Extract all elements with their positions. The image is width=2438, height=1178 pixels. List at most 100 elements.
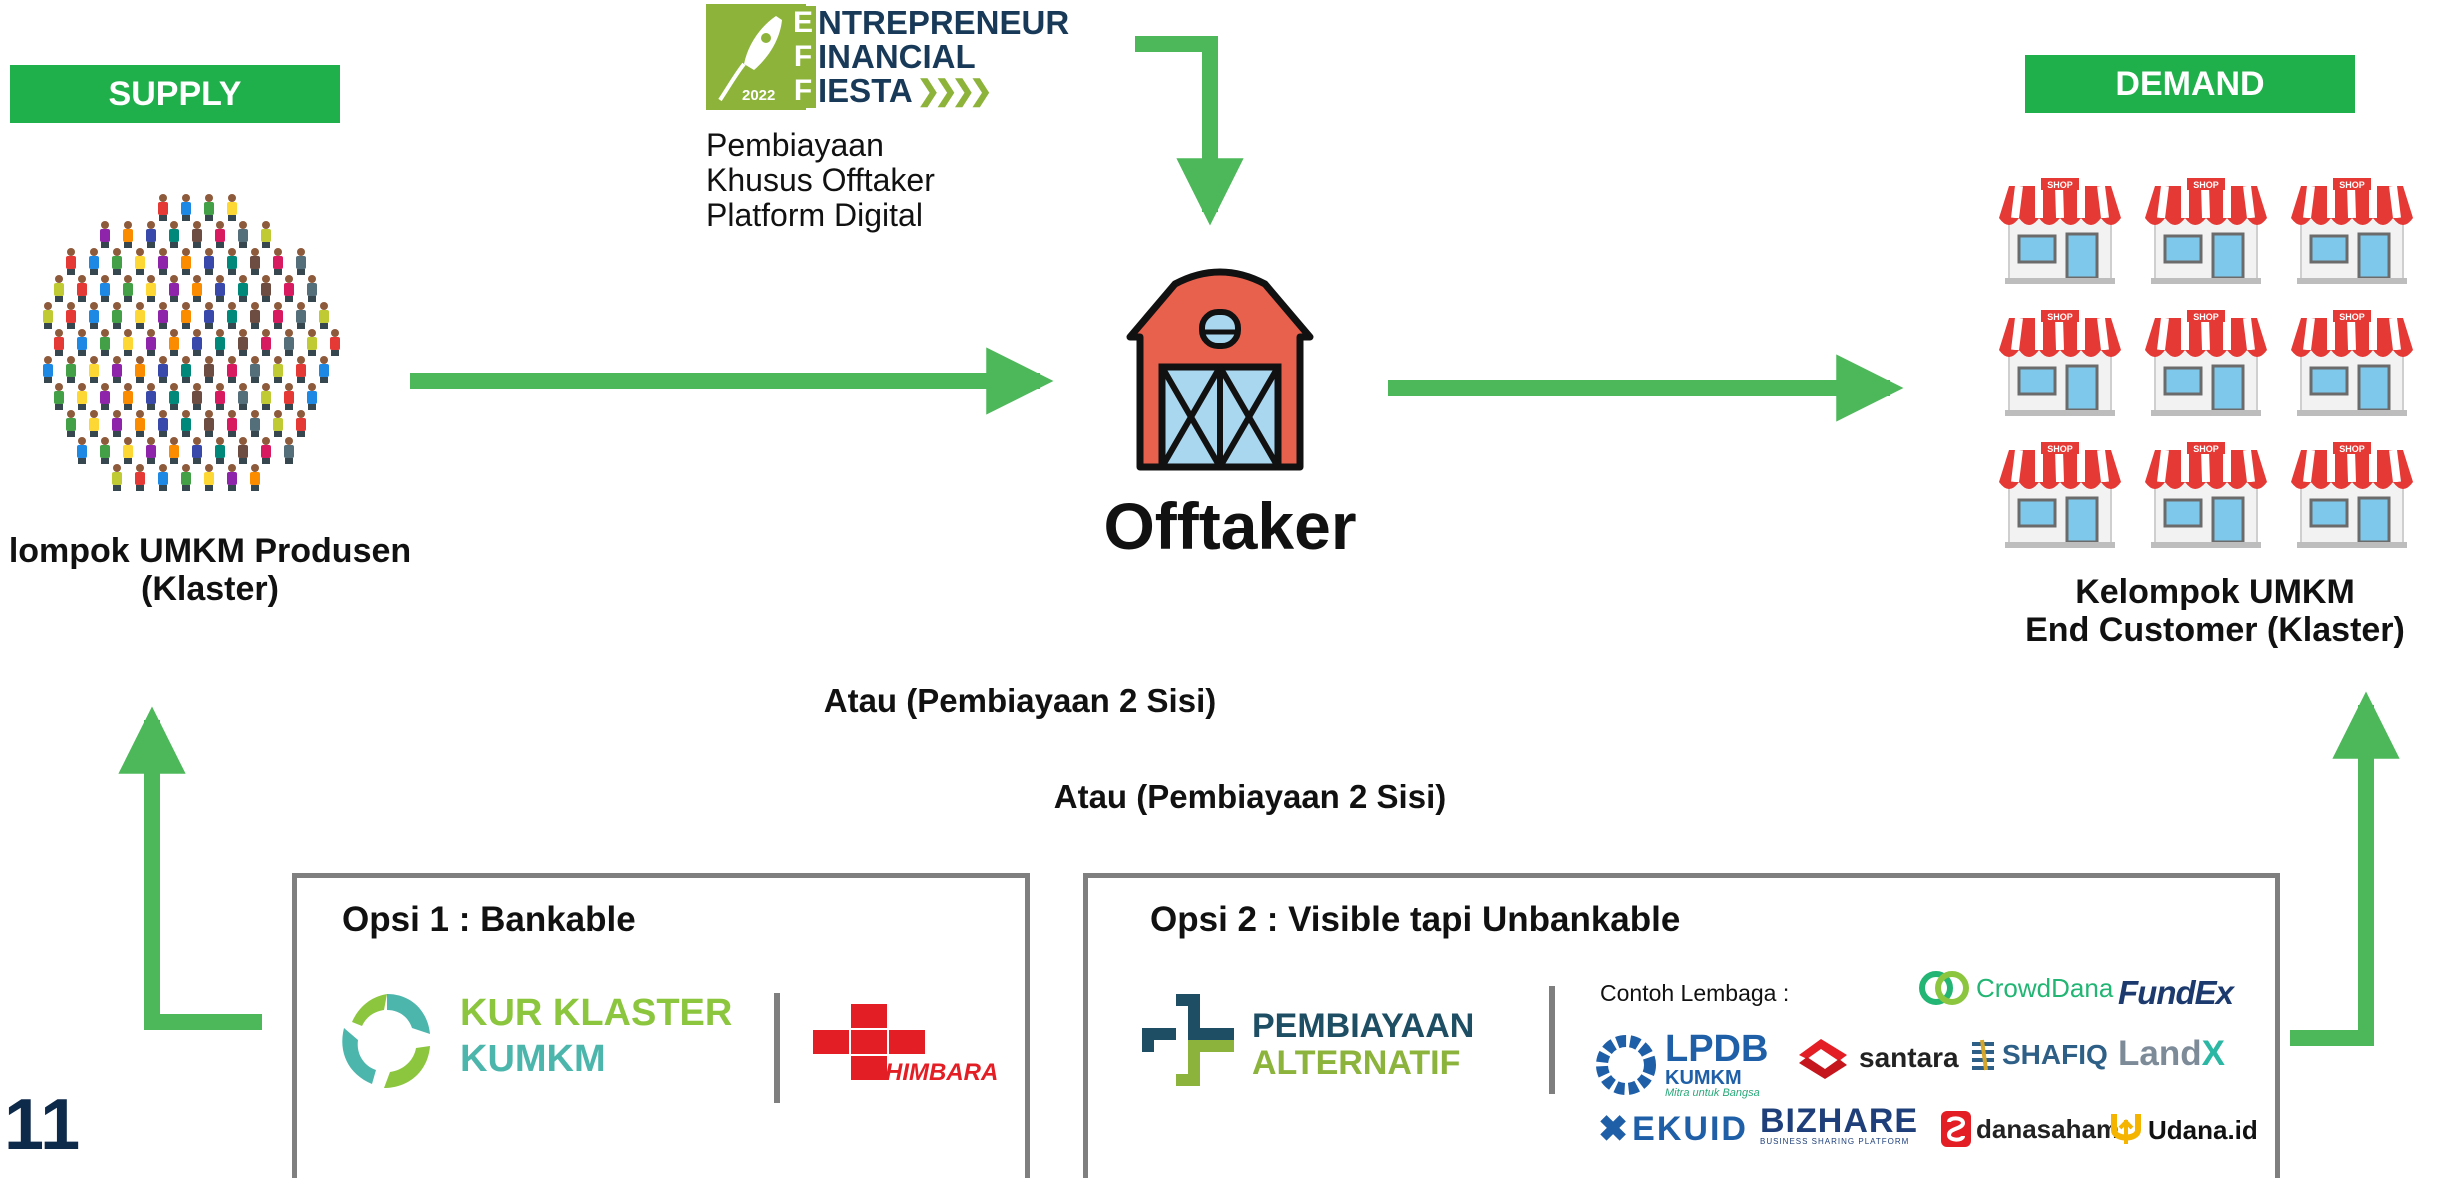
- shop-icon: SHOP: [1995, 442, 2125, 552]
- crowd-person: [100, 329, 110, 356]
- crowd-person: [238, 221, 248, 248]
- crowd-person: [296, 248, 306, 275]
- crowd-person: [169, 437, 179, 464]
- danasaham-logo: danasaham: [1940, 1110, 2119, 1148]
- pembiayaan-line1: PEMBIAYAAN: [1252, 1007, 1475, 1045]
- crowd-person: [112, 302, 122, 329]
- crowddana-rings-icon: [1919, 971, 1969, 1005]
- kur-line1: KUR KLASTER: [460, 992, 733, 1034]
- crowd-person: [112, 248, 122, 275]
- santara-text: santara: [1859, 1042, 1959, 1073]
- danasaham-text: danasaham: [1976, 1113, 2120, 1144]
- crowd-person: [250, 248, 260, 275]
- supply-label: SUPPLY: [10, 65, 340, 123]
- crowd-person: [250, 410, 260, 437]
- crowd-person: [158, 302, 168, 329]
- bizhare-logo: BIZHARE BUSINESS SHARING PLATFORM: [1760, 1104, 1918, 1146]
- crowd-person: [146, 221, 156, 248]
- crowd-person: [215, 383, 225, 410]
- crowd-person: [181, 194, 191, 221]
- atau-label-2: Atau (Pembiayaan 2 Sisi): [1053, 778, 1447, 815]
- bizhare-text: BIZHARE: [1760, 1102, 1919, 1140]
- crowd-person: [123, 329, 133, 356]
- crowd-person: [146, 437, 156, 464]
- udana-logo: Udana.id: [2108, 1110, 2258, 1150]
- crowd-person: [89, 356, 99, 383]
- crowd-person: [43, 356, 53, 383]
- crowd-person: [250, 356, 260, 383]
- crowd-person: [307, 275, 317, 302]
- eff-year: 2022: [742, 87, 775, 104]
- eff-title-line3-row: IESTA ❯❯❯❯: [818, 74, 1069, 108]
- shop-icon: SHOP: [1995, 178, 2125, 288]
- crowd-person: [215, 329, 225, 356]
- crowd-person: [238, 275, 248, 302]
- crowd-person: [181, 410, 191, 437]
- landx-logo: LandX: [2118, 1034, 2225, 1074]
- crowd-person: [123, 221, 133, 248]
- crowd-person: [54, 383, 64, 410]
- option1-panel: Opsi 1 : Bankable KUR KLASTER KUMKM HIMB…: [292, 873, 1030, 1178]
- crowd-person: [123, 275, 133, 302]
- eff-letter-f1: F: [790, 40, 816, 74]
- eff-letter-column: E F F: [790, 6, 816, 108]
- demand-title-line2: End Customer (Klaster): [2025, 611, 2405, 649]
- crowd-person: [227, 464, 237, 491]
- shafiq-text: SHAFIQ: [2002, 1039, 2108, 1070]
- kur-line2: KUMKM: [460, 1038, 606, 1080]
- shop-sign-text: SHOP: [2193, 180, 2219, 190]
- crowd-person: [238, 437, 248, 464]
- option1-title: Opsi 1 : Bankable: [342, 900, 636, 939]
- crowd-person: [169, 329, 179, 356]
- demand-label: DEMAND: [2025, 55, 2355, 113]
- crowd-person: [77, 383, 87, 410]
- crowd-person: [250, 464, 260, 491]
- atau-label-1: Atau (Pembiayaan 2 Sisi): [823, 682, 1217, 719]
- arrow-option2-to-demand: [2290, 691, 2400, 1046]
- crowd-person: [284, 383, 294, 410]
- eff-desc-line1: Pembiayaan: [706, 127, 884, 163]
- eff-title-line2: INANCIAL: [818, 38, 976, 75]
- crowd-person: [227, 248, 237, 275]
- crowd-person: [261, 383, 271, 410]
- crowd-person: [284, 275, 294, 302]
- page-number: 11: [4, 1085, 81, 1165]
- crowd-person: [284, 437, 294, 464]
- shop-sign-text: SHOP: [2047, 180, 2073, 190]
- crowd-person: [319, 302, 329, 329]
- eff-letter-f2: F: [790, 74, 816, 108]
- crowd-person: [273, 410, 283, 437]
- crowd-person: [204, 410, 214, 437]
- shop-icon: SHOP: [2141, 178, 2271, 288]
- crowd-person: [238, 329, 248, 356]
- lpdb-text: LPDB: [1665, 1028, 1769, 1070]
- crowd-illustration: [43, 194, 340, 491]
- udana-text: Udana.id: [2148, 1114, 2258, 1145]
- crowd-person: [66, 302, 76, 329]
- crowd-person: [89, 302, 99, 329]
- crowd-person: [89, 410, 99, 437]
- option2-panel: Opsi 2 : Visible tapi Unbankable PEMBIAY…: [1083, 873, 2280, 1178]
- shop-icon: SHOP: [2287, 310, 2417, 420]
- crowd-person: [192, 329, 202, 356]
- pembiayaan-line2: ALTERNATIF: [1252, 1044, 1461, 1082]
- shafiq-logo: SHAFIQ: [1968, 1038, 2108, 1072]
- crowd-person: [215, 275, 225, 302]
- himbara-logo: HIMBARA: [813, 1004, 998, 1086]
- shop-icon: SHOP: [1995, 310, 2125, 420]
- crowd-person: [215, 221, 225, 248]
- ekuid-x-icon: ✖: [1598, 1108, 1631, 1149]
- crowd-person: [261, 221, 271, 248]
- landx-text-1: Land: [2118, 1034, 2202, 1073]
- shafiq-mark-icon: [1972, 1039, 1994, 1071]
- crowd-person: [181, 302, 191, 329]
- crowd-person: [204, 248, 214, 275]
- crowd-person: [169, 383, 179, 410]
- bizhare-sub: BUSINESS SHARING PLATFORM: [1760, 1137, 1910, 1146]
- crowd-person: [112, 410, 122, 437]
- shop-sign-text: SHOP: [2193, 444, 2219, 454]
- crowd-person: [158, 194, 168, 221]
- pembiayaan-logo-text: PEMBIAYAAN ALTERNATIF: [1252, 1008, 1474, 1082]
- ekuid-logo: ✖ EKUID: [1598, 1108, 1748, 1150]
